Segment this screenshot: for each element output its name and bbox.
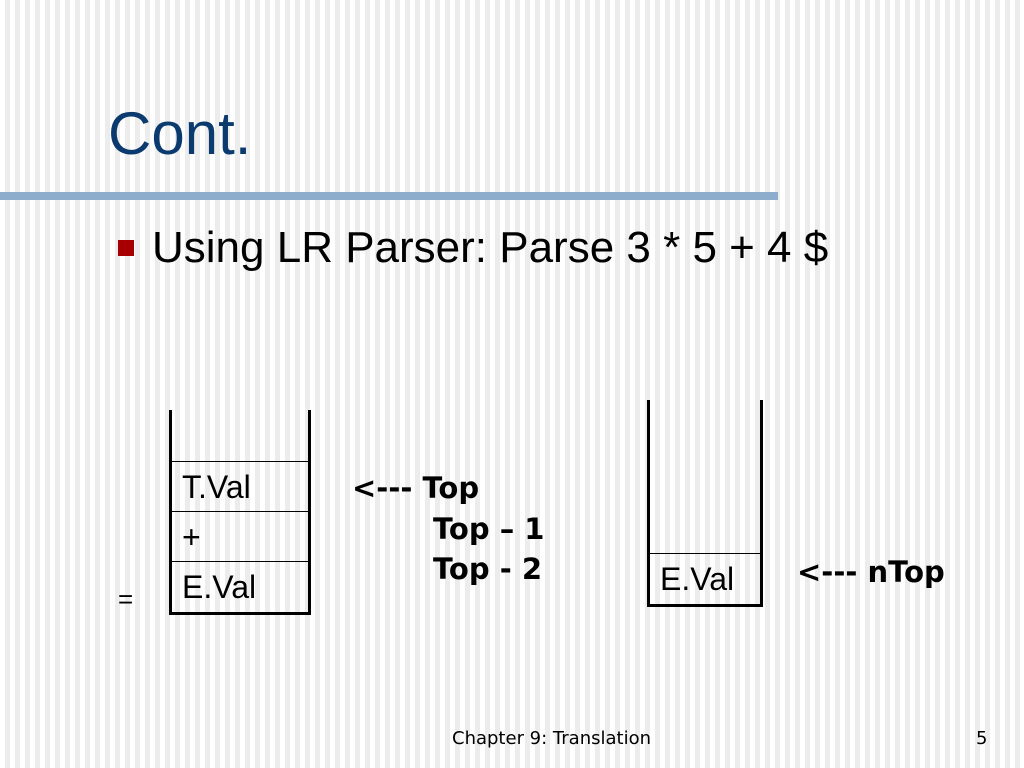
right-stack: E.Val bbox=[647, 400, 763, 607]
top-pointer-label: <--- Top bbox=[352, 471, 480, 505]
title-divider bbox=[0, 192, 778, 200]
footer-chapter: Chapter 9: Translation bbox=[452, 728, 652, 749]
equals-sign: = bbox=[118, 584, 134, 614]
ntop-pointer-label: <--- nTop bbox=[797, 555, 945, 589]
left-stack-cell-plus: + bbox=[172, 511, 308, 561]
left-stack-cell-eval: E.Val bbox=[172, 561, 308, 611]
top-minus-1-label: Top – 1 bbox=[433, 512, 545, 546]
right-stack-cell-eval: E.Val bbox=[650, 553, 760, 604]
bullet-text: Using LR Parser: Parse 3 * 5 + 4 $ bbox=[152, 223, 829, 272]
bullet-square-icon bbox=[118, 240, 134, 256]
left-stack-cell-tval: T.Val bbox=[172, 461, 308, 511]
left-stack: T.Val + E.Val bbox=[169, 410, 311, 615]
slide-title: Cont. bbox=[108, 100, 252, 167]
top-minus-2-label: Top - 2 bbox=[433, 552, 543, 586]
footer-page-number: 5 bbox=[976, 728, 988, 749]
